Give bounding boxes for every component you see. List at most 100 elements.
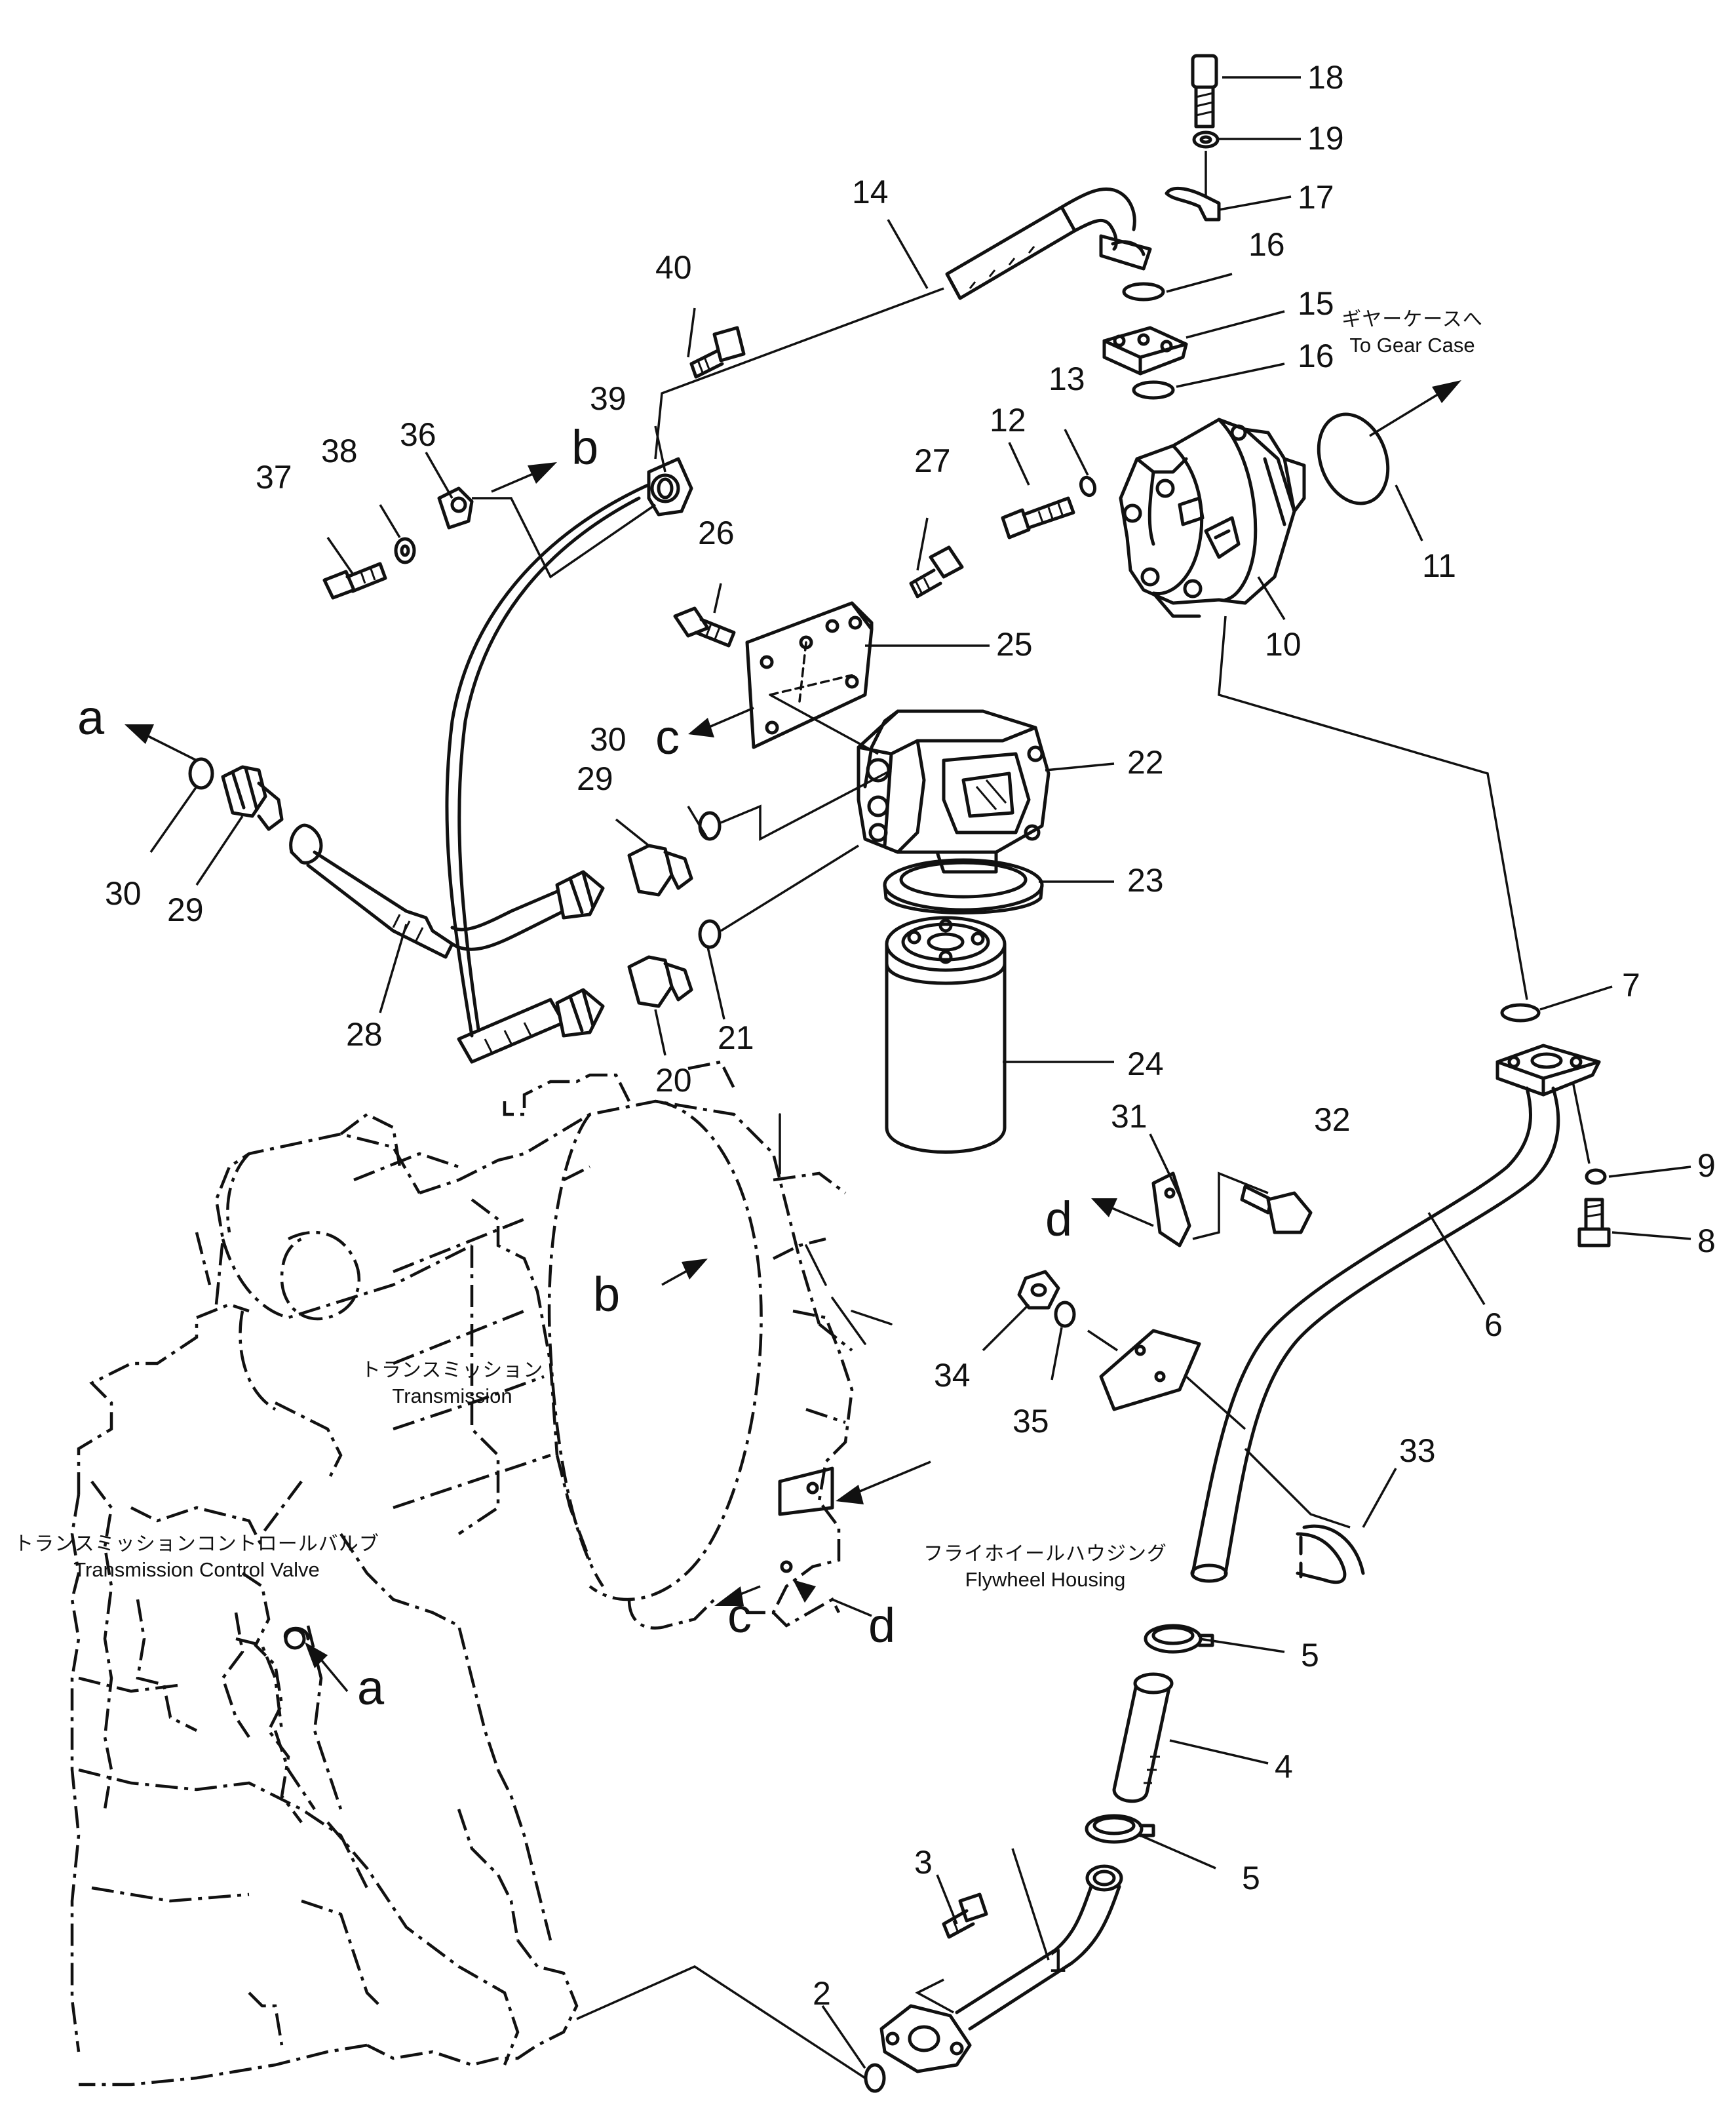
oring-30-left — [188, 757, 214, 790]
label-control-valve-en: Transmission Control Valve — [73, 1558, 320, 1581]
part-num-21: 21 — [718, 1019, 754, 1056]
washer-38 — [394, 537, 416, 564]
pump-10 — [1119, 418, 1306, 618]
part-num-32: 32 — [1314, 1101, 1351, 1138]
valve-port-a — [284, 1626, 310, 1650]
part-num-2: 2 — [813, 1975, 831, 2012]
label-transmission-jp: トランスミッション — [361, 1359, 543, 1382]
part-num-29-center: 29 — [577, 760, 613, 797]
bolt-26 — [673, 606, 736, 648]
oring-21 — [698, 919, 722, 949]
label-gear-case-jp: ギヤーケースへ — [1341, 308, 1483, 331]
transmission-bracket — [778, 1466, 834, 1573]
part-num-33: 33 — [1399, 1432, 1436, 1469]
part-num-11: 11 — [1422, 547, 1456, 584]
part-num-37: 37 — [256, 459, 292, 496]
part-num-5-upper: 5 — [1301, 1637, 1319, 1674]
nut-34 — [1017, 1270, 1060, 1310]
ref-a-bottom: a — [357, 1660, 385, 1715]
oring-2 — [864, 2063, 886, 2093]
part-num-5-lower: 5 — [1242, 1860, 1260, 1896]
part-num-30-center: 30 — [590, 721, 627, 758]
part-num-30-left: 30 — [105, 875, 142, 912]
part-num-7: 7 — [1622, 967, 1640, 1004]
oring-16a — [1122, 282, 1165, 302]
washer-35 — [1054, 1301, 1076, 1328]
part-num-14: 14 — [852, 174, 889, 210]
hose-4 — [1112, 1672, 1174, 1803]
part-num-39: 39 — [590, 380, 627, 417]
part-num-23: 23 — [1127, 862, 1164, 899]
bolt-40 — [689, 326, 746, 379]
descriptive-labels: ギヤーケースへ To Gear Case トランスミッション Transmiss… — [14, 308, 1482, 1591]
leader-lines — [149, 76, 1691, 2079]
part-num-12: 12 — [990, 402, 1026, 439]
part-num-1: 1 — [1049, 1942, 1067, 1979]
part-num-28: 28 — [346, 1016, 383, 1053]
oring-30-center — [698, 811, 722, 841]
clamp-17 — [1165, 151, 1221, 222]
bolt-18 — [1191, 54, 1218, 128]
part-num-17: 17 — [1298, 179, 1334, 216]
part-num-19: 19 — [1307, 120, 1344, 157]
part-num-10: 10 — [1265, 626, 1302, 663]
part-num-9: 9 — [1697, 1147, 1716, 1184]
oring-11 — [1317, 412, 1390, 505]
hose-upper-20 — [450, 870, 605, 951]
ref-a-top: a — [77, 690, 105, 745]
arrows — [125, 380, 1461, 1693]
hose-14 — [945, 187, 1152, 300]
pipe-6 — [1190, 1086, 1560, 1583]
part-num-22: 22 — [1127, 744, 1164, 781]
ref-d-bottom: d — [868, 1598, 895, 1653]
transmission-outline — [70, 1060, 854, 2087]
pipe-1 — [879, 1864, 1123, 2073]
oring-7 — [1500, 1003, 1541, 1023]
bolt-12 — [1001, 496, 1075, 539]
part-num-20: 20 — [655, 1062, 692, 1099]
ref-d-top: d — [1045, 1192, 1072, 1246]
oring-16b — [1132, 380, 1175, 400]
bolt-27 — [909, 545, 964, 598]
filter-head-22 — [857, 709, 1051, 874]
part-num-8: 8 — [1697, 1223, 1716, 1259]
bracket-31 — [1099, 1171, 1201, 1411]
flange-15 — [1102, 326, 1188, 376]
part-num-15: 15 — [1298, 285, 1334, 322]
gasket-23 — [883, 858, 1044, 914]
clip-36 — [437, 486, 474, 530]
part-num-16-lower: 16 — [1298, 338, 1334, 374]
fitting-29-center — [627, 844, 693, 897]
washer-19 — [1192, 130, 1220, 149]
part-num-29-left: 29 — [167, 891, 204, 928]
part-num-38: 38 — [321, 433, 358, 469]
ubolt-33 — [1296, 1524, 1365, 1584]
ref-c-bottom: c — [727, 1588, 752, 1643]
bolt-32 — [1240, 1185, 1313, 1234]
bolt-3 — [942, 1892, 988, 1939]
reference-letters: a a b b c c d d — [77, 420, 1072, 1715]
label-control-valve-jp: トランスミッションコントロールバルブ — [14, 1533, 379, 1556]
part-num-34: 34 — [934, 1357, 971, 1394]
hose-28 — [289, 823, 454, 959]
bolt-37 — [322, 562, 387, 600]
label-flywheel-jp: フライホイールハウジング — [923, 1542, 1167, 1565]
filter-24 — [885, 916, 1007, 1154]
part-num-3: 3 — [914, 1844, 933, 1881]
bolt-8 — [1577, 1198, 1611, 1247]
flange-6 — [1495, 1044, 1601, 1097]
part-num-40: 40 — [655, 249, 692, 286]
part-num-27: 27 — [914, 442, 951, 479]
ref-b-bottom: b — [593, 1267, 620, 1322]
flywheel-guides — [779, 1113, 893, 1345]
part-num-35: 35 — [1013, 1403, 1049, 1440]
label-flywheel-en: Flywheel Housing — [965, 1568, 1126, 1591]
fitting-20 — [627, 955, 693, 1008]
part-num-4: 4 — [1275, 1748, 1293, 1785]
washer-13 — [1079, 475, 1097, 498]
part-num-16-upper: 16 — [1248, 226, 1285, 263]
part-num-36: 36 — [400, 416, 436, 453]
label-transmission-en: Transmission — [392, 1384, 512, 1407]
part-num-6: 6 — [1484, 1306, 1503, 1343]
